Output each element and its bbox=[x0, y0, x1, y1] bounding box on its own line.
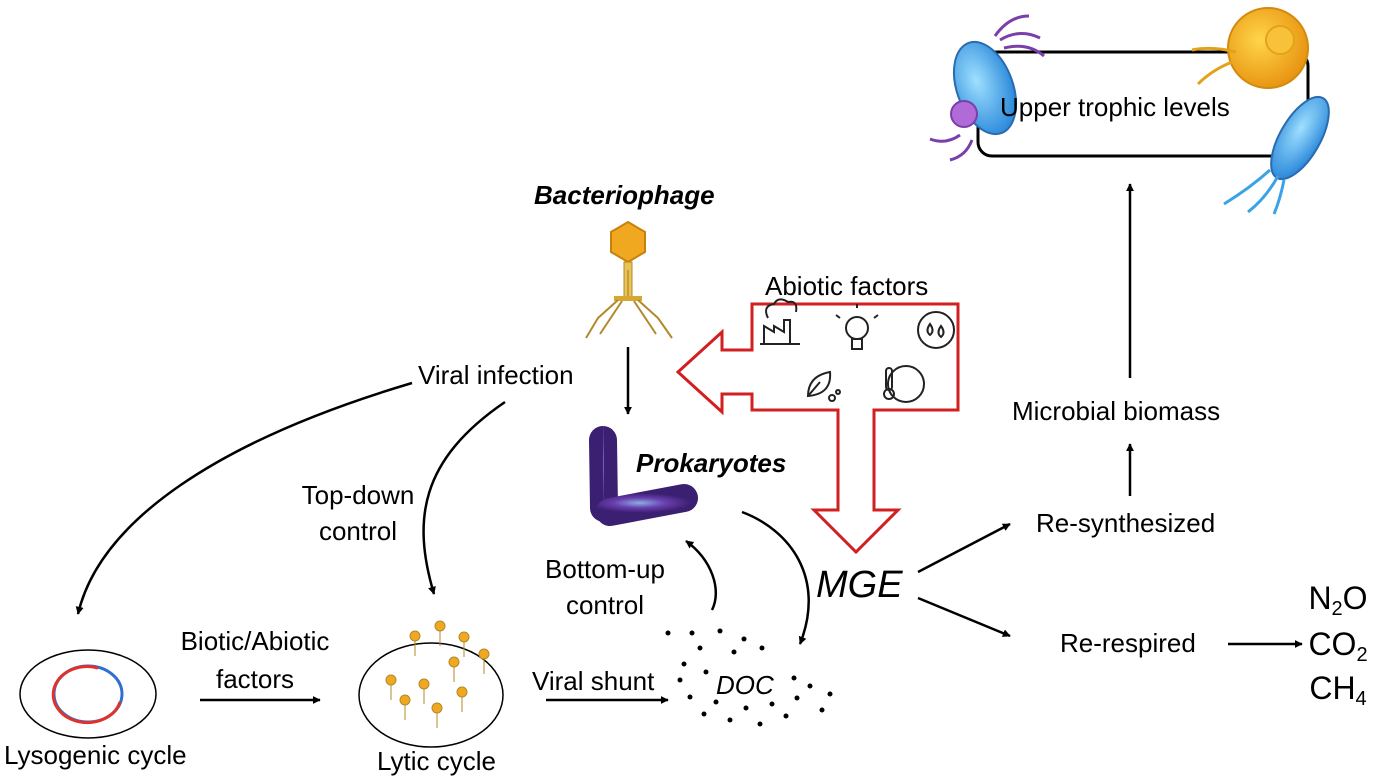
prokaryote-cell-icon bbox=[589, 426, 698, 526]
lysogenic-cell bbox=[19, 649, 157, 739]
co2-base: CO bbox=[1308, 626, 1357, 662]
protist-icon bbox=[1223, 95, 1330, 215]
co2-sub: 2 bbox=[1356, 644, 1368, 666]
n2o-tail: O bbox=[1342, 580, 1368, 616]
viral-infection-label: Viral infection bbox=[418, 360, 574, 390]
arrow-mge-to-resynthesized bbox=[917, 522, 1011, 574]
ch4-label: CH4 bbox=[1302, 672, 1374, 709]
re-respired-label: Re-respired bbox=[1060, 628, 1196, 658]
biotic-abiotic-label-line1: Biotic/Abiotic bbox=[180, 626, 330, 656]
microbial-biomass-label: Microbial biomass bbox=[1012, 396, 1221, 426]
top-down-label-line2: control bbox=[318, 516, 398, 546]
bottom-up-label-line2: control bbox=[565, 590, 645, 620]
protist-icon bbox=[1191, 7, 1309, 89]
arrow-doc-to-prokaryotes bbox=[685, 539, 717, 611]
mge-label: MGE bbox=[816, 564, 903, 606]
phage-burst-icon bbox=[385, 620, 490, 728]
lytic-cell bbox=[358, 620, 504, 748]
arrow-prokaryotes-to-doc bbox=[741, 510, 810, 645]
n2o-sub: 2 bbox=[1331, 598, 1343, 620]
thermometer-globe-icon bbox=[883, 365, 925, 403]
n2o-label: N2O bbox=[1302, 582, 1374, 619]
arrow-mge-to-rerespired bbox=[917, 596, 1011, 638]
bacteriophage-icon bbox=[585, 220, 673, 339]
factory-pollution-icon bbox=[760, 298, 800, 345]
arrow-viral-infection-to-lytic bbox=[422, 400, 506, 595]
co2-label: CO2 bbox=[1302, 628, 1374, 665]
lightbulb-icon bbox=[835, 304, 879, 350]
prokaryotes-label: Prokaryotes bbox=[636, 448, 787, 478]
protist-icon bbox=[929, 14, 1045, 162]
upper-trophic-levels-label: Upper trophic levels bbox=[1000, 92, 1230, 122]
biotic-abiotic-label-line2: factors bbox=[215, 664, 295, 694]
top-down-label-line1: Top-down bbox=[301, 480, 415, 510]
bacteriophage-label: Bacteriophage bbox=[534, 180, 715, 210]
water-cycle-icon bbox=[917, 311, 955, 349]
arrow-viral-infection-to-lysogenic bbox=[75, 381, 413, 615]
doc-label: DOC bbox=[716, 670, 774, 700]
n2o-base: N bbox=[1308, 580, 1332, 616]
doc-particles bbox=[665, 628, 833, 727]
lysogenic-cycle-label: Lysogenic cycle bbox=[4, 740, 187, 770]
plasmid-icon bbox=[51, 665, 122, 725]
abiotic-factors-label: Abiotic factors bbox=[765, 271, 929, 301]
bottom-up-label-line1: Bottom-up bbox=[545, 554, 665, 584]
abiotic-arrow-left bbox=[675, 302, 960, 555]
ch4-sub: 4 bbox=[1355, 688, 1367, 710]
re-synthesized-label: Re-synthesized bbox=[1036, 508, 1216, 538]
lytic-cycle-label: Lytic cycle bbox=[377, 746, 496, 776]
leaf-nutrient-icon bbox=[806, 370, 841, 402]
viral-shunt-label: Viral shunt bbox=[532, 666, 655, 696]
ch4-base: CH bbox=[1309, 670, 1356, 706]
